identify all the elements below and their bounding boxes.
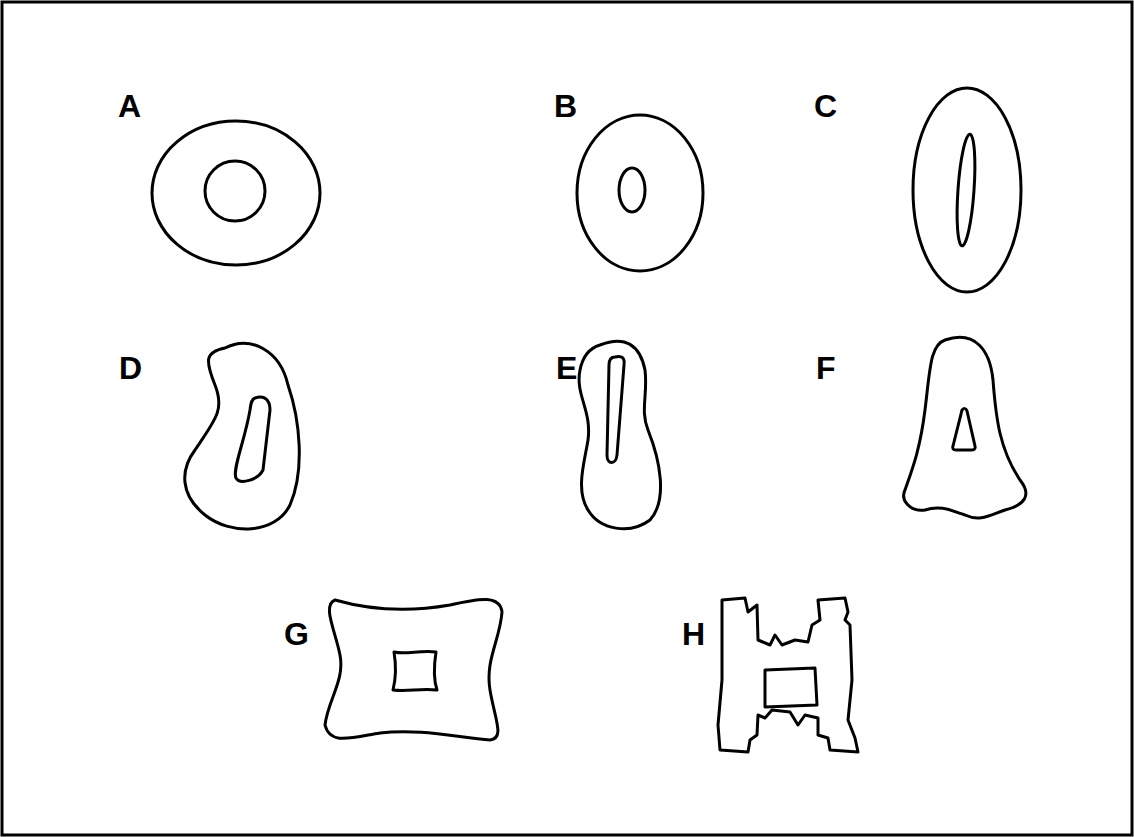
- inner-outline: [235, 397, 270, 481]
- outer-outline: [718, 598, 858, 752]
- figure-letter: B: [554, 90, 577, 122]
- figure-letter: C: [814, 90, 837, 122]
- figure-letter: H: [682, 618, 705, 650]
- inner-outline: [765, 668, 817, 707]
- inner-outline: [393, 652, 437, 691]
- outer-outline: [579, 341, 660, 529]
- outer-outline: [913, 88, 1021, 292]
- inner-outline: [954, 134, 978, 247]
- figure-letter: D: [119, 352, 142, 384]
- inner-outline: [607, 356, 624, 462]
- figure-letter: F: [816, 352, 836, 384]
- inner-outline: [953, 409, 976, 450]
- inner-outline: [619, 168, 645, 212]
- outer-outline: [325, 599, 502, 740]
- figure-letter: G: [284, 618, 309, 650]
- outer-outline: [904, 337, 1026, 518]
- outer-outline: [152, 121, 320, 265]
- figure-letter: E: [556, 352, 577, 384]
- outer-outline: [185, 343, 300, 529]
- figure-letter: A: [118, 90, 141, 122]
- inner-outline: [205, 161, 265, 221]
- outer-outline: [577, 115, 703, 271]
